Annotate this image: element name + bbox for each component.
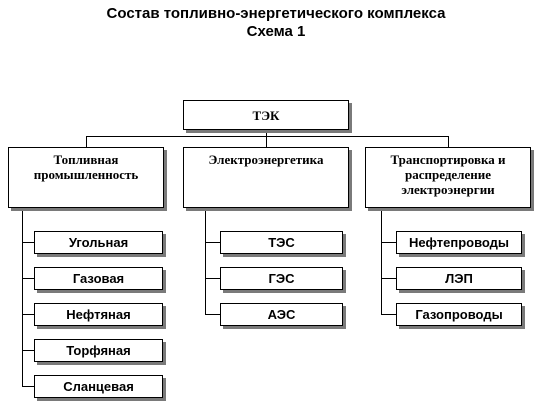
item-label: ЛЭП [445, 271, 473, 286]
connector-item-3-1 [381, 242, 396, 243]
item-tes: ТЭС [220, 231, 343, 254]
item-label: Угольная [68, 235, 129, 250]
connector-item-2-1 [205, 242, 220, 243]
branch-fuel-industry: Топливная промышленность [8, 147, 164, 208]
connector-branch-3 [448, 136, 449, 147]
item-label: Нефтяная [66, 307, 131, 322]
item-label: АЭС [267, 307, 296, 322]
root-node: ТЭК [183, 100, 349, 130]
item-gas: Газовая [34, 267, 163, 290]
connector-item-1-4 [22, 350, 34, 351]
item-label: Газопроводы [415, 307, 503, 322]
item-label: Газовая [72, 271, 125, 286]
connector-item-2-2 [205, 278, 220, 279]
connector-item-1-3 [22, 314, 34, 315]
connector-item-1-5 [22, 386, 34, 387]
item-oil: Нефтяная [34, 303, 163, 326]
item-power-lines: ЛЭП [396, 267, 522, 290]
connector-item-2-3 [205, 314, 220, 315]
item-label: Сланцевая [63, 379, 134, 394]
item-gas-pipelines: Газопроводы [396, 303, 522, 326]
connector-list-3 [381, 208, 382, 314]
branch-label: Электроэнергетика [208, 152, 324, 167]
item-ges: ГЭС [220, 267, 343, 290]
item-oil-pipelines: Нефтепроводы [396, 231, 522, 254]
connector-item-3-2 [381, 278, 396, 279]
connector-item-1-1 [22, 242, 34, 243]
connector-item-3-3 [381, 314, 396, 315]
diagram-subtitle: Схема 1 [246, 23, 306, 40]
branch-transport-distribution: Транспортировка и распределение электроэ… [365, 147, 531, 208]
connector-item-1-2 [22, 278, 34, 279]
item-label: ГЭС [268, 271, 295, 286]
item-shale: Сланцевая [34, 375, 163, 398]
diagram-title: Состав топливно-энергетического комплекс… [106, 5, 446, 22]
connector-branch-bus [86, 136, 448, 137]
item-label: ТЭС [268, 235, 295, 250]
branch-electric-power: Электроэнергетика [183, 147, 349, 208]
item-coal: Угольная [34, 231, 163, 254]
item-label: Нефтепроводы [408, 235, 510, 250]
branch-label: Топливная промышленность [33, 152, 139, 182]
connector-branch-1 [86, 136, 87, 147]
connector-root-down [266, 130, 267, 136]
item-aes: АЭС [220, 303, 343, 326]
root-node-label: ТЭК [252, 107, 280, 123]
branch-label: Транспортировка и распределение электроэ… [390, 152, 506, 197]
connector-list-1 [22, 208, 23, 386]
item-peat: Торфяная [34, 339, 163, 362]
item-label: Торфяная [66, 343, 131, 358]
connector-list-2 [205, 208, 206, 314]
connector-branch-2 [266, 136, 267, 147]
